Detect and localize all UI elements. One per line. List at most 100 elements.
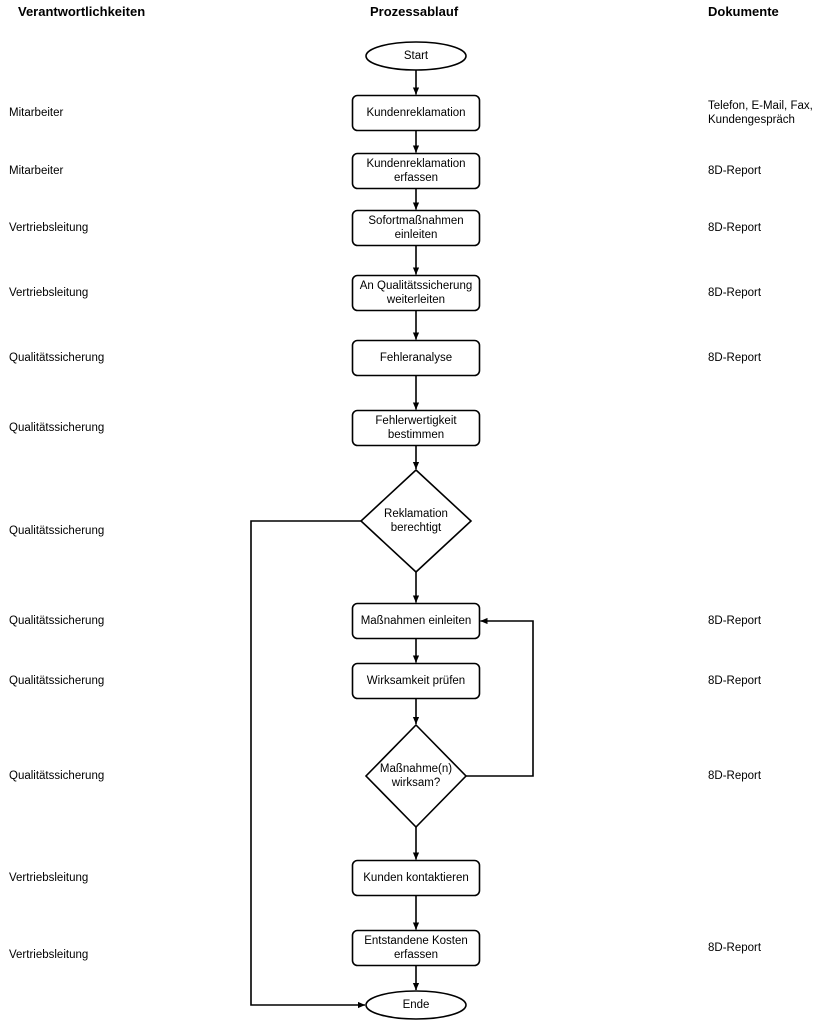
document-label-3: 8D-Report <box>708 286 761 300</box>
node-d1[interactable]: Reklamation berechtigt <box>359 468 473 574</box>
document-label-5-line-0: 8D-Report <box>708 615 762 627</box>
node-shape-rect <box>351 602 481 640</box>
node-label-d1-line-0: Reklamation <box>384 508 448 520</box>
node-shape-rect <box>351 94 481 132</box>
column-header-process: Prozessablauf <box>370 4 459 19</box>
node-label-d1-line-1: berechtigt <box>391 522 442 534</box>
node-shape-diamond <box>364 723 468 829</box>
node-label-n10-line-0: Entstandene Kosten <box>364 935 468 947</box>
document-label-1: 8D-Report <box>708 164 761 178</box>
edge-d1-to-end <box>250 520 366 1009</box>
responsibility-label-1-line-0: Mitarbeiter <box>9 165 64 177</box>
node-label-n4-line-0: An Qualitätssicherung <box>360 280 473 292</box>
responsibility-label-0-line-0: Mitarbeiter <box>9 107 64 119</box>
node-shape-rect <box>351 409 481 447</box>
node-shape-diamond <box>359 468 473 574</box>
node-end[interactable]: Ende <box>365 990 467 1020</box>
responsibility-label-7: Qualitätssicherung <box>9 614 104 628</box>
responsibility-label-1: Mitarbeiter <box>9 164 63 178</box>
node-label-n6-line-0: Fehlerwertigkeit <box>375 415 457 427</box>
document-label-7: 8D-Report <box>708 769 761 783</box>
document-label-4: 8D-Report <box>708 351 761 365</box>
document-label-7-line-0: 8D-Report <box>708 770 762 782</box>
node-shape-rect <box>351 339 481 377</box>
responsibility-label-9: Qualitätssicherung <box>9 769 104 783</box>
node-shape-ellipse <box>365 990 467 1020</box>
responsibility-label-2-line-0: Vertriebsleitung <box>9 222 89 234</box>
node-shape-rect <box>351 274 481 312</box>
node-label-n9-line-0: Kunden kontaktieren <box>363 872 469 884</box>
edge-d2-to-n7 <box>466 617 534 777</box>
document-label-1-line-0: 8D-Report <box>708 165 762 177</box>
responsibility-label-4-line-0: Qualitätssicherung <box>9 352 105 364</box>
responsibility-label-8-line-0: Qualitätssicherung <box>9 675 105 687</box>
document-label-2-line-0: 8D-Report <box>708 222 762 234</box>
document-label-8: 8D-Report <box>708 941 761 955</box>
document-label-2: 8D-Report <box>708 221 761 235</box>
node-label-n1-line-0: Kundenreklamation <box>366 107 465 119</box>
node-n9[interactable]: Kunden kontaktieren <box>351 859 481 897</box>
document-label-0: Telefon, E-Mail, Fax, Kundengespräch <box>708 99 813 127</box>
responsibility-label-8: Qualitätssicherung <box>9 674 104 688</box>
document-label-6-line-0: 8D-Report <box>708 675 762 687</box>
responsibility-label-5-line-0: Qualitätssicherung <box>9 422 105 434</box>
node-label-start-line-0: Start <box>404 50 429 62</box>
responsibility-label-5: Qualitätssicherung <box>9 421 104 435</box>
responsibility-label-6-line-0: Qualitätssicherung <box>9 525 105 537</box>
node-n3[interactable]: Sofortmaßnahmen einleiten <box>351 209 481 247</box>
node-n8[interactable]: Wirksamkeit prüfen <box>351 662 481 700</box>
node-label-n5-line-0: Fehleranalyse <box>380 352 452 364</box>
node-label-n3-line-1: einleiten <box>395 229 438 241</box>
responsibility-label-0: Mitarbeiter <box>9 106 63 120</box>
responsibility-label-10: Vertriebsleitung <box>9 871 88 885</box>
node-shape-rect <box>351 152 481 190</box>
responsibility-label-2: Vertriebsleitung <box>9 221 88 235</box>
responsibility-label-3: Vertriebsleitung <box>9 286 88 300</box>
node-label-n10-line-1: erfassen <box>394 949 438 961</box>
node-label-n4-line-1: weiterleiten <box>386 294 445 306</box>
node-n2[interactable]: Kundenreklamation erfassen <box>351 152 481 190</box>
responsibility-label-3-line-0: Vertriebsleitung <box>9 287 89 299</box>
node-d2[interactable]: Maßnahme(n) wirksam? <box>364 723 468 829</box>
responsibility-label-6: Qualitätssicherung <box>9 524 104 538</box>
responsibility-label-11: Vertriebsleitung <box>9 948 88 962</box>
node-label-n8-line-0: Wirksamkeit prüfen <box>367 675 465 687</box>
column-header-documents: Dokumente <box>708 4 779 19</box>
node-n10[interactable]: Entstandene Kosten erfassen <box>351 929 481 967</box>
node-n6[interactable]: Fehlerwertigkeit bestimmen <box>351 409 481 447</box>
node-n4[interactable]: An Qualitätssicherung weiterleiten <box>351 274 481 312</box>
document-label-4-line-0: 8D-Report <box>708 352 762 364</box>
node-label-end-line-0: Ende <box>403 999 430 1011</box>
responsibility-label-10-line-0: Vertriebsleitung <box>9 872 89 884</box>
node-shape-rect <box>351 209 481 247</box>
document-label-5: 8D-Report <box>708 614 761 628</box>
document-label-0-line-1: Kundengespräch <box>708 114 795 126</box>
document-label-8-line-0: 8D-Report <box>708 942 762 954</box>
document-label-0-line-0: Telefon, E-Mail, Fax, <box>708 100 813 112</box>
node-label-d2-line-1: wirksam? <box>391 777 441 789</box>
node-n7[interactable]: Maßnahmen einleiten <box>351 602 481 640</box>
node-shape-rect <box>351 859 481 897</box>
node-label-n2-line-0: Kundenreklamation <box>366 158 465 170</box>
node-label-n6-line-1: bestimmen <box>388 429 444 441</box>
document-label-3-line-0: 8D-Report <box>708 287 762 299</box>
edges-layer <box>250 70 534 1009</box>
node-start[interactable]: Start <box>365 41 467 71</box>
nodes-layer: StartKundenreklamationKundenreklamatione… <box>351 41 481 1020</box>
node-shape-ellipse <box>365 41 467 71</box>
node-label-n2-line-1: erfassen <box>394 172 438 184</box>
node-label-d2-line-0: Maßnahme(n) <box>380 763 452 775</box>
document-label-6: 8D-Report <box>708 674 761 688</box>
node-label-n3-line-0: Sofortmaßnahmen <box>368 215 463 227</box>
node-n5[interactable]: Fehleranalyse <box>351 339 481 377</box>
column-header-responsibilities: Verantwortlichkeiten <box>18 4 146 19</box>
node-n1[interactable]: Kundenreklamation <box>351 94 481 132</box>
responsibility-label-4: Qualitätssicherung <box>9 351 104 365</box>
responsibility-label-9-line-0: Qualitätssicherung <box>9 770 105 782</box>
responsibility-label-11-line-0: Vertriebsleitung <box>9 949 89 961</box>
responsibility-label-7-line-0: Qualitätssicherung <box>9 615 105 627</box>
node-label-n7-line-0: Maßnahmen einleiten <box>361 615 472 627</box>
node-shape-rect <box>351 929 481 967</box>
